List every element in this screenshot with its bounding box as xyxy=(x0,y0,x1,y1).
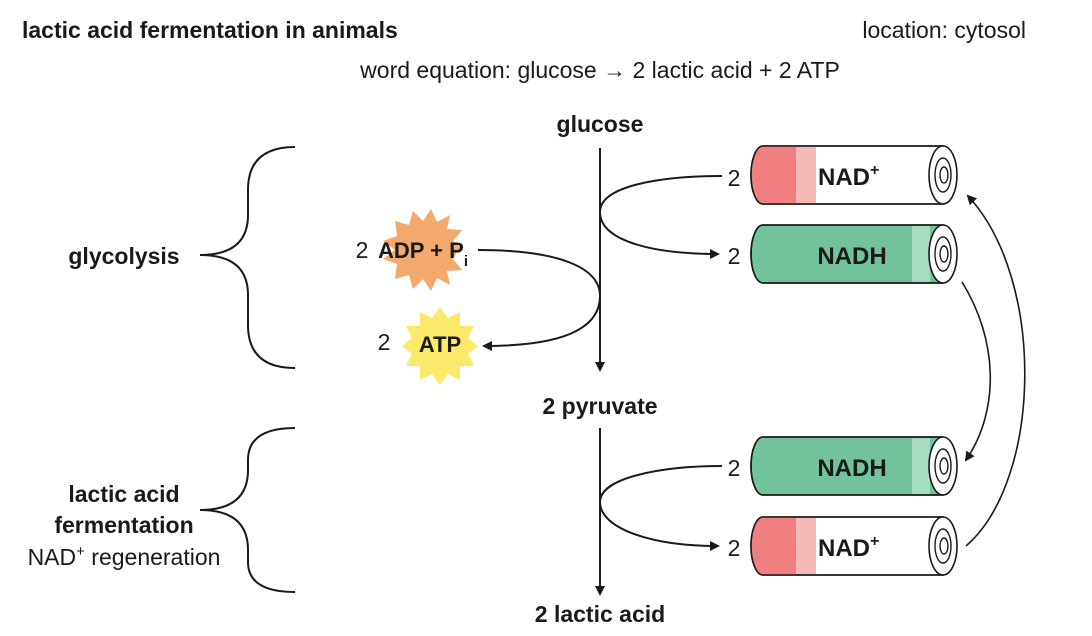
nad-top-label: NAD+ xyxy=(818,162,879,191)
battery-end-cap xyxy=(928,516,958,576)
battery-terminal-ring xyxy=(934,236,952,272)
nad-battery-top: 2 NAD+ xyxy=(728,145,958,205)
atp-label: ATP xyxy=(419,332,461,357)
battery-terminal-ring xyxy=(934,528,952,564)
fermentation-brace xyxy=(199,427,296,593)
nad-top-coefficient: 2 xyxy=(728,165,741,191)
battery-end-cap xyxy=(928,436,958,496)
atp-coefficient: 2 xyxy=(378,329,391,355)
nadh-transfer-arrow xyxy=(961,281,992,462)
glycolysis-brace xyxy=(199,146,296,369)
battery-terminal-center xyxy=(939,457,949,475)
nad-bottom-coefficient: 2 xyxy=(728,535,741,561)
nadh-top-label: NADH xyxy=(817,243,886,270)
battery-end-cap xyxy=(928,224,958,284)
word-equation: word equation: glucose → 2 lactic acid +… xyxy=(359,57,840,83)
battery-terminal-center xyxy=(939,537,949,555)
nad-battery-bottom: 2 NAD+ xyxy=(728,516,958,576)
battery-terminal-ring xyxy=(934,448,952,484)
adp-to-atp-curve xyxy=(477,249,602,351)
battery-charge-highlight xyxy=(912,438,930,494)
adp-pi-label: ADP + Pi xyxy=(378,238,468,270)
nadh-battery-top: 2 NADH xyxy=(728,224,958,284)
battery-outline xyxy=(750,145,944,205)
battery-charge-fill xyxy=(751,146,796,204)
fermentation-label-line2: fermentation xyxy=(54,512,193,538)
nadh-to-nad-curve xyxy=(598,465,723,551)
nad-to-nadh-curve xyxy=(598,175,723,259)
fermentation-label-line1: lactic acid xyxy=(68,481,179,507)
battery-outline xyxy=(750,516,944,576)
battery-terminal-center xyxy=(939,245,949,263)
nad-bottom-label: NAD+ xyxy=(818,533,879,562)
battery-terminal-ring xyxy=(934,157,952,193)
location-label: location: cytosol xyxy=(862,17,1026,43)
battery-end-cap xyxy=(928,145,958,205)
adp-starburst-icon xyxy=(383,209,462,291)
glucose-label: glucose xyxy=(557,111,644,137)
adp-coefficient: 2 xyxy=(356,237,369,263)
nadh-battery-bottom: 2 NADH xyxy=(728,436,958,496)
atp-starburst-icon xyxy=(402,307,478,385)
nadh-top-coefficient: 2 xyxy=(728,243,741,269)
diagram-title: lactic acid fermentation in animals xyxy=(22,17,398,43)
battery-outline xyxy=(750,224,944,284)
lactic-acid-label: 2 lactic acid xyxy=(535,601,665,627)
battery-charge-highlight xyxy=(796,147,816,203)
nad-recycle-arrow xyxy=(965,194,1026,547)
nadh-bottom-label: NADH xyxy=(817,455,886,482)
battery-charge-fill xyxy=(751,517,796,575)
battery-charge-highlight xyxy=(912,226,930,282)
glycolysis-label: glycolysis xyxy=(68,243,179,269)
nadh-bottom-coefficient: 2 xyxy=(728,455,741,481)
nad-regeneration-label: NAD+ regeneration xyxy=(28,543,221,570)
pyruvate-label: 2 pyruvate xyxy=(542,393,657,419)
battery-terminal-center xyxy=(939,166,949,184)
battery-charge-highlight xyxy=(796,518,816,574)
battery-outline xyxy=(750,436,944,496)
